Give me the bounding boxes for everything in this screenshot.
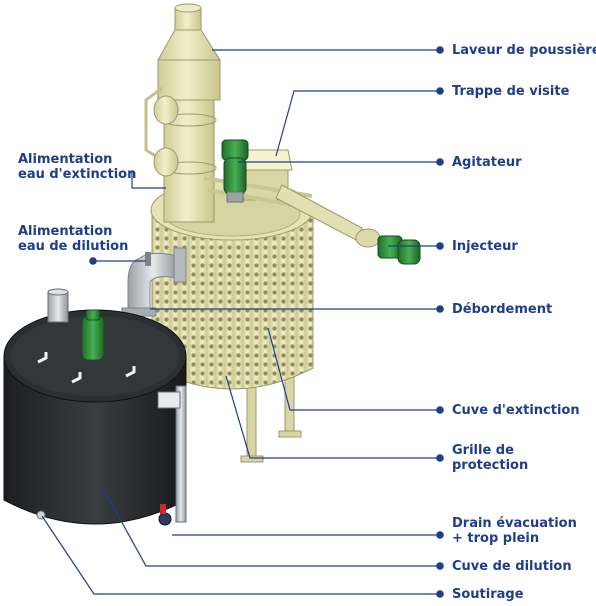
dot-grille [436, 454, 444, 462]
label-alim-extinction-line2: eau d'extinction [18, 167, 137, 182]
dot-cuve-dilution [436, 562, 444, 570]
label-agitateur: Agitateur [452, 155, 522, 170]
leader-cuve-extinction [267, 327, 440, 411]
label-drain-evacuation: Drain évacuation + trop plein [452, 516, 577, 546]
label-laveur-de-poussiere: Laveur de poussière [452, 43, 596, 58]
dot-debordement [436, 305, 444, 313]
agitator-motor [221, 139, 249, 203]
label-soutirage: Soutirage [452, 587, 524, 602]
label-cuve-de-dilution: Cuve de dilution [452, 559, 572, 574]
injector-motor [377, 235, 421, 265]
label-alim-dilution-line1: Alimentation [18, 224, 113, 239]
label-grille-de-protection: Grille de protection [452, 443, 528, 473]
label-alim-extinction-line1: Alimentation [18, 152, 113, 167]
label-grille-line1: Grille de [452, 443, 514, 458]
label-trappe-de-visite: Trappe de visite [452, 84, 570, 99]
leader-trappe [275, 90, 440, 157]
label-drain-line2: + trop plein [452, 531, 540, 546]
dot-alim-dilution [89, 257, 97, 265]
label-cuve-extinction: Cuve d'extinction [452, 403, 580, 418]
dot-agitateur [436, 158, 444, 166]
dilution-tank [3, 288, 187, 526]
label-alim-dilution-line2: eau de dilution [18, 239, 129, 254]
label-debordement: Débordement [452, 302, 553, 317]
label-alimentation-eau-extinction: Alimentation eau d'extinction [18, 152, 136, 182]
leader-soutirage [41, 515, 440, 595]
label-drain-line1: Drain évacuation [452, 516, 577, 531]
label-injecteur: Injecteur [452, 239, 518, 254]
dot-cuve-extinction [436, 406, 444, 414]
leader-alim-extinction [131, 170, 166, 189]
overflow-pipe [121, 247, 187, 317]
dot-laveur [436, 46, 444, 54]
dot-injecteur [436, 242, 444, 250]
dot-soutirage [436, 590, 444, 598]
dust-scrubber [144, 3, 221, 223]
injector-pipe [275, 184, 381, 248]
dot-drain [436, 531, 444, 539]
leader-lines [41, 46, 444, 598]
dot-trappe [436, 87, 444, 95]
label-grille-line2: protection [452, 458, 529, 473]
leader-cuve-dilution [103, 489, 440, 567]
leader-grille [225, 375, 440, 459]
label-alimentation-eau-dilution: Alimentation eau de dilution [18, 224, 128, 254]
